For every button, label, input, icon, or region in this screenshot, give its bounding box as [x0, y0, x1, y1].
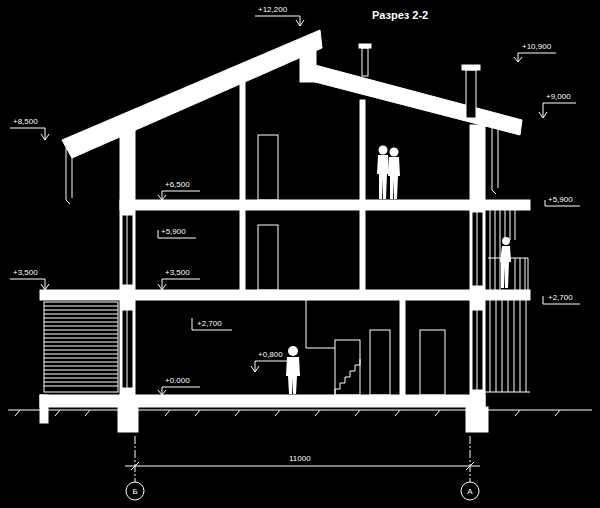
ridge-wall	[300, 45, 316, 82]
drainpipe	[498, 130, 499, 188]
partition	[360, 100, 365, 200]
level-mark-value: +0,800	[257, 350, 284, 360]
door	[258, 225, 278, 290]
floor-slab	[40, 395, 485, 407]
level-mark-value: +10,900	[521, 42, 552, 52]
section-title: Разрез 2-2	[372, 9, 428, 22]
ground-hatch	[15, 410, 560, 416]
axis-bubble: А	[460, 481, 480, 501]
window	[472, 212, 483, 286]
window	[477, 212, 478, 286]
dimension-tick	[466, 462, 474, 470]
floor-slab	[40, 290, 530, 300]
human-figure	[286, 146, 511, 395]
dimension-tick	[131, 462, 139, 470]
lamellas	[485, 210, 530, 392]
stair-wall	[306, 300, 307, 348]
axis-letter: А	[467, 487, 472, 496]
partition	[240, 210, 245, 290]
stair-wall	[306, 348, 335, 349]
drainpipe	[66, 148, 70, 204]
axis-circle	[126, 482, 144, 500]
roof-slab	[62, 30, 322, 158]
level-mark-value: +5,900	[160, 227, 187, 237]
dimension-value: 11000	[288, 454, 312, 464]
window	[122, 310, 133, 388]
drainpipe	[72, 150, 73, 198]
partition	[360, 210, 365, 290]
window	[127, 310, 128, 388]
window	[477, 310, 478, 390]
door	[420, 330, 445, 395]
chimney	[466, 70, 476, 118]
level-mark-value: +5,900	[547, 195, 574, 205]
stair	[335, 340, 360, 395]
wall	[120, 130, 135, 430]
dimension-line	[125, 466, 480, 467]
axis-bubble: Б	[125, 481, 145, 501]
level-mark-value: +3,500	[164, 268, 191, 278]
level-mark	[10, 16, 580, 395]
level-mark-value: +9,000	[545, 92, 572, 102]
window	[472, 310, 483, 390]
wall	[470, 125, 485, 430]
level-mark-value: +3,500	[12, 268, 39, 278]
roof-slab	[315, 65, 522, 135]
axis-line	[135, 436, 136, 482]
level-mark-value: +8,500	[12, 117, 39, 127]
footing	[40, 395, 48, 423]
door	[258, 135, 278, 200]
axis-circle	[461, 482, 479, 500]
partition	[400, 300, 405, 395]
door	[370, 330, 390, 395]
ground-line	[8, 410, 592, 411]
level-mark-value: +2,700	[547, 293, 574, 303]
level-mark-value: +2,700	[196, 319, 223, 329]
level-mark-value: +12,200	[257, 5, 288, 15]
drainpipe	[492, 128, 496, 194]
chimney	[362, 48, 368, 76]
chimney-cap	[462, 65, 480, 70]
chimney-cap	[359, 44, 371, 48]
footing	[118, 407, 138, 432]
level-mark-value: +0.000	[164, 376, 191, 386]
hatching	[44, 306, 118, 386]
partition	[240, 78, 245, 200]
footing	[466, 407, 488, 432]
stair	[335, 359, 360, 395]
axis-letter: Б	[132, 487, 137, 496]
axis-line	[470, 436, 471, 482]
garage-door	[44, 302, 118, 392]
level-mark-value: +6,500	[164, 180, 191, 190]
window	[122, 215, 133, 285]
floor-slab	[120, 200, 530, 210]
window	[127, 215, 128, 285]
